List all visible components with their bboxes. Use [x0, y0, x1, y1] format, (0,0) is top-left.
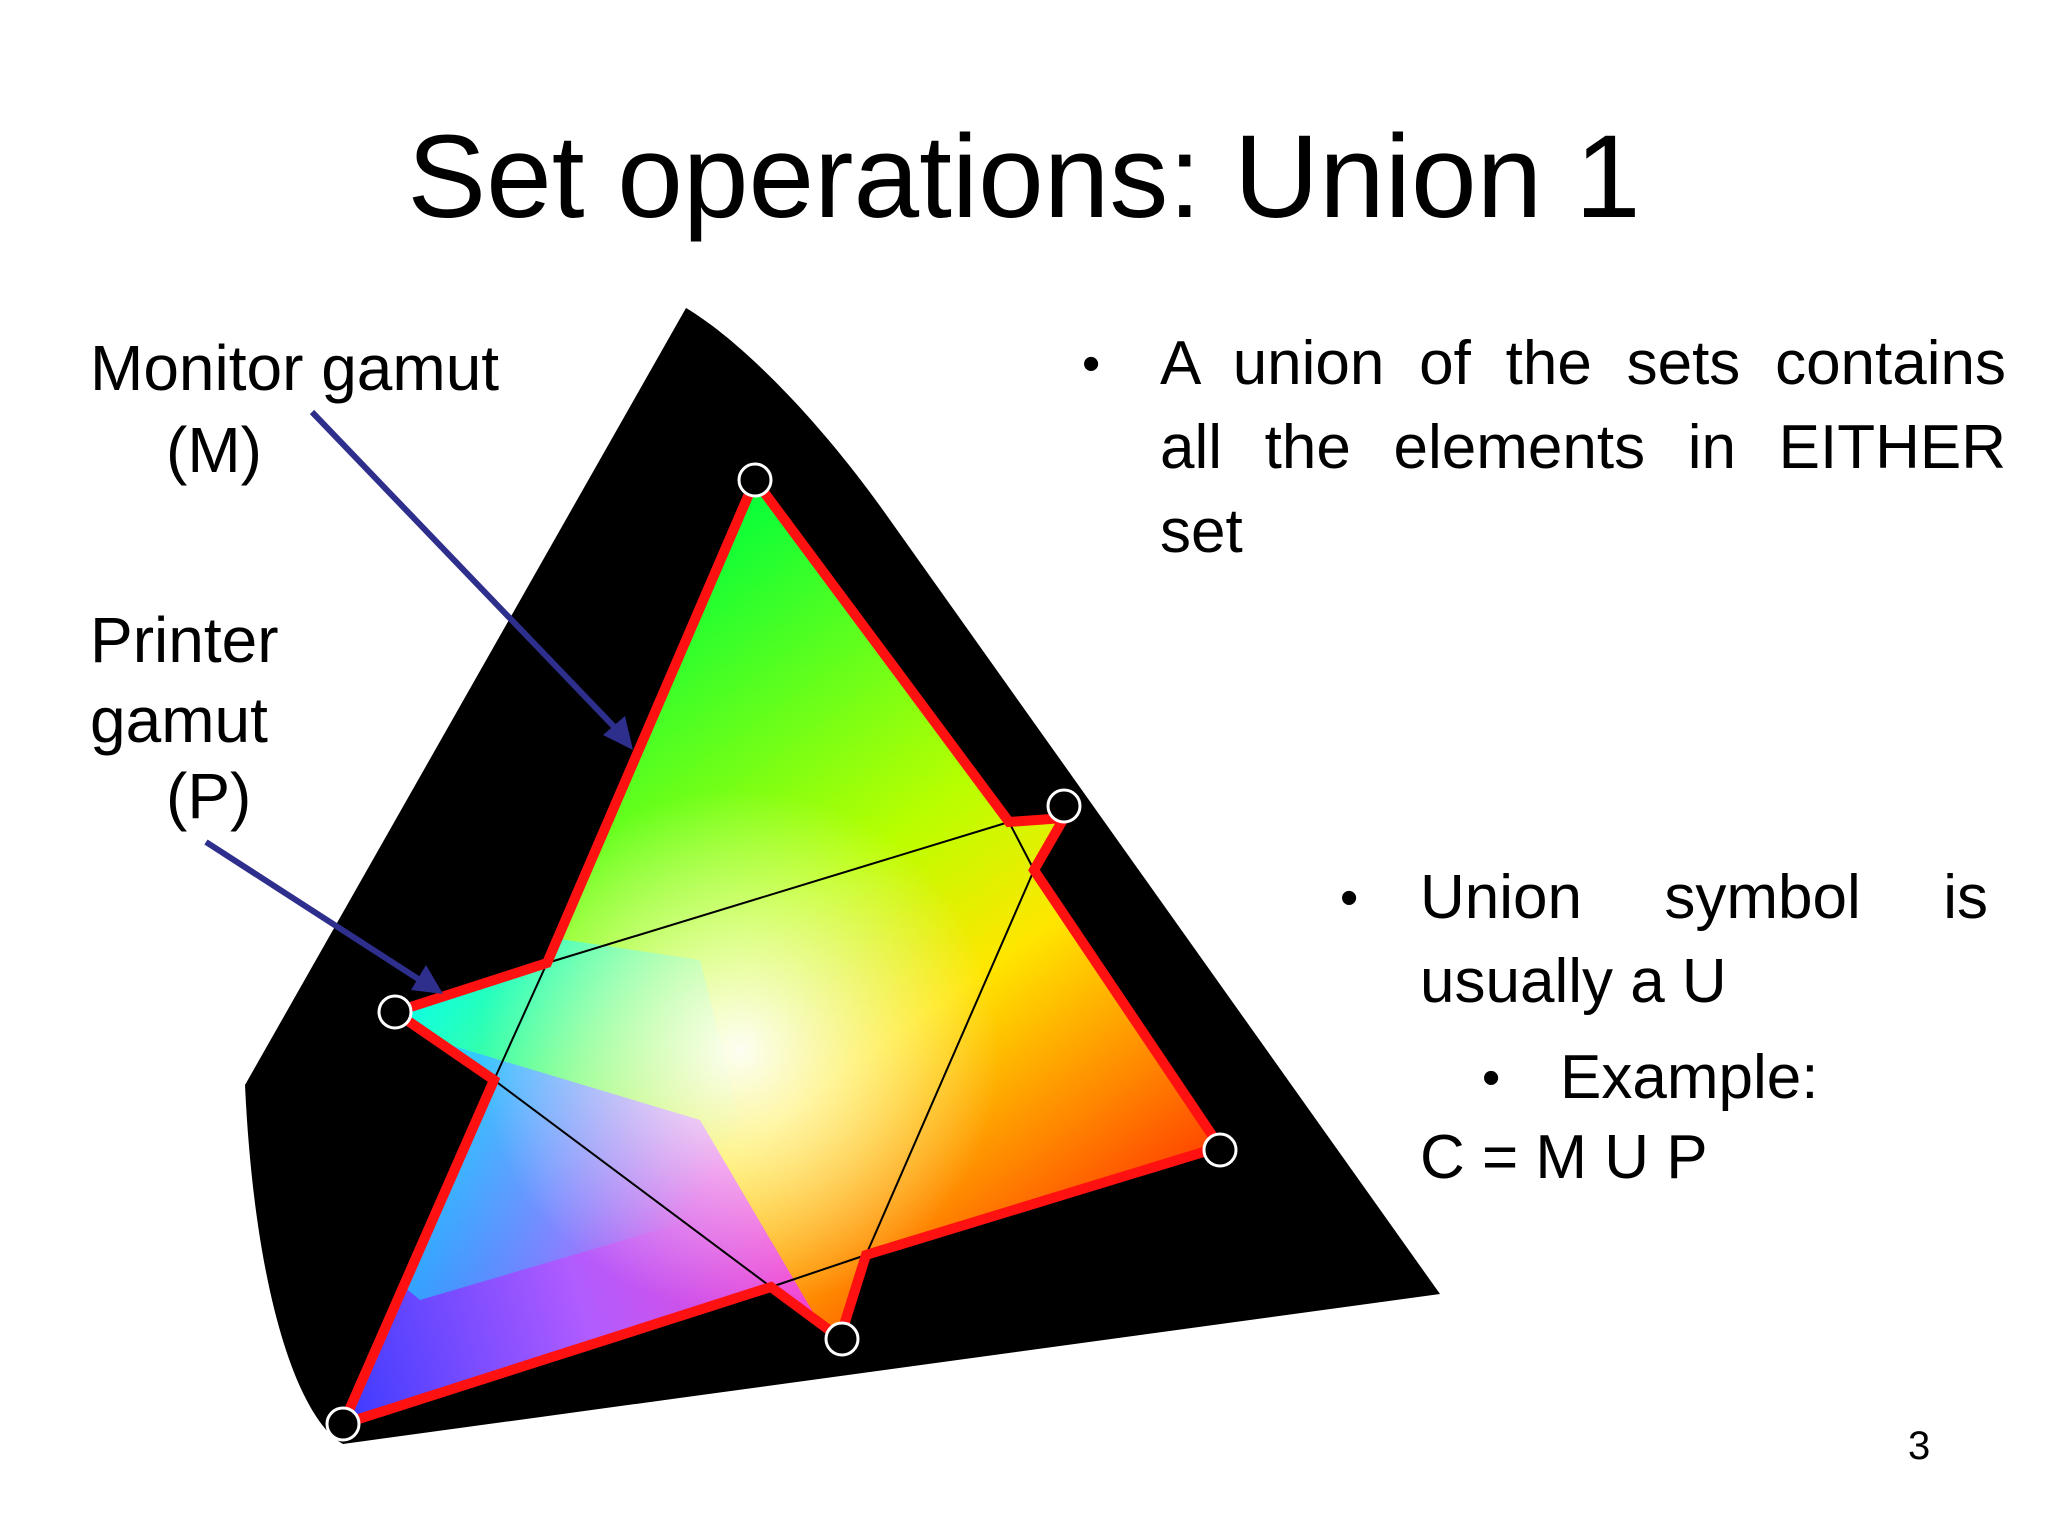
bullet-line: all the elements in EITHER	[1160, 413, 2006, 482]
vertex-marker	[1202, 1132, 1238, 1168]
inner-edges	[493, 821, 1035, 1288]
bullet-line: usually a U	[1420, 947, 1727, 1016]
example-label: Example:	[1560, 1043, 1819, 1112]
bullet-marker: •	[1482, 1049, 1501, 1107]
bullet-word: is	[1943, 863, 1988, 932]
vertex-marker	[1046, 788, 1082, 824]
page-number: 3	[1908, 1424, 1931, 1468]
bullet-line: Union symbol is	[1420, 856, 1988, 940]
bullet-word: Union	[1420, 863, 1582, 932]
vertex-marker	[737, 462, 773, 498]
bullet-marker: •	[1340, 869, 1359, 927]
printer-symbol-label: (P)	[166, 760, 252, 832]
bullet-marker: •	[1082, 335, 1101, 393]
vertex-marker	[377, 994, 413, 1030]
arrow-printer	[204, 839, 443, 994]
arrow-monitor	[309, 409, 633, 750]
bullet-line: set	[1160, 497, 1243, 566]
bullet-word: symbol	[1664, 863, 1861, 932]
vertex-marker	[325, 1406, 361, 1442]
bullet-line: A union of the sets contains	[1160, 329, 2006, 398]
union-definition-bullet: A union of the sets contains all the ele…	[1160, 322, 2006, 574]
union-symbol-bullet: Union symbol is usually a U	[1420, 856, 1988, 1024]
monitor-symbol-label: (M)	[166, 414, 262, 486]
example-formula: C = M U P	[1420, 1123, 1708, 1192]
printer-gamut-label: gamut	[90, 684, 268, 756]
vertex-marker	[824, 1321, 860, 1357]
printer-label: Printer	[90, 604, 279, 676]
slide-title: Set operations: Union 1	[407, 111, 1641, 243]
monitor-gamut-label: Monitor gamut	[90, 332, 500, 404]
vertex-markers	[325, 462, 1238, 1442]
